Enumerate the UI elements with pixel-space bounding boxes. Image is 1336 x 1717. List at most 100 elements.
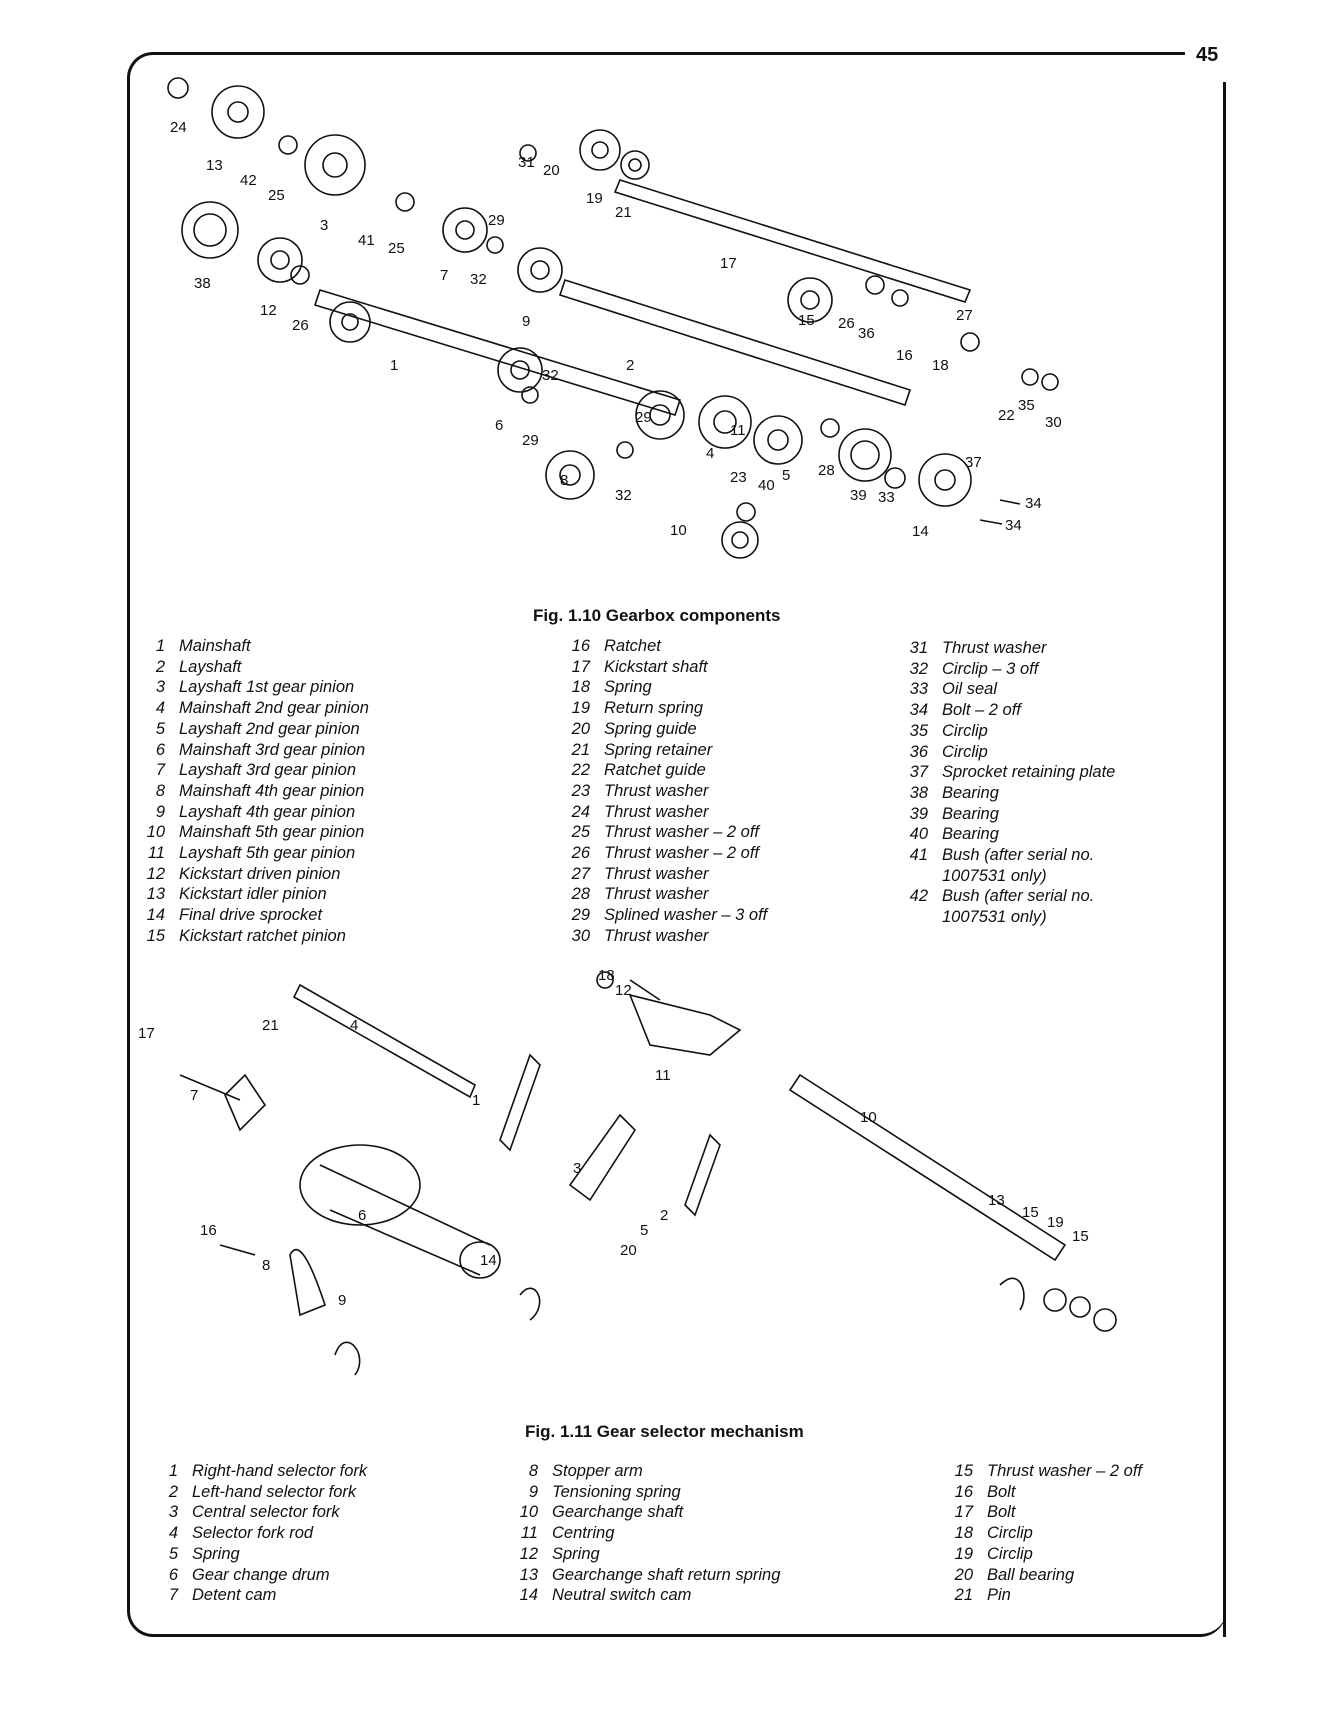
callout-17: 17	[720, 255, 737, 272]
legend-label: Thrust washer	[604, 926, 709, 945]
legend-number: 12	[146, 864, 165, 883]
callout-41: 41	[358, 232, 375, 249]
legend-number: 32	[909, 659, 928, 678]
legend-label: Spring retainer	[604, 740, 713, 759]
callout-7: 7	[190, 1087, 198, 1104]
legend-label: Detent cam	[192, 1586, 277, 1605]
callout-11: 11	[730, 422, 746, 439]
legend-label: Splined washer – 3 off	[604, 906, 768, 925]
page-number-gap	[1185, 40, 1235, 60]
callout-12: 12	[260, 302, 277, 319]
selector-fork-rod-shape	[292, 983, 477, 1099]
legend-label: Circlip	[942, 742, 988, 761]
legend-item: 1007531 only)	[898, 907, 1115, 928]
callout-14: 14	[912, 523, 929, 540]
callout-19: 19	[586, 190, 603, 207]
legend-number: 17	[954, 1503, 973, 1522]
legend-number: 3	[155, 678, 165, 697]
callout-31: 31	[518, 154, 535, 171]
callout-14: 14	[480, 1252, 497, 1269]
callout-21: 21	[262, 1017, 279, 1034]
legend-number: 10	[146, 823, 165, 842]
gear-selector-drawing: 4 21 17 7 1 18 12 11 10 3 2 5 20 6 16 8 …	[138, 967, 1117, 1376]
callout-33: 33	[878, 489, 895, 506]
legend-label: 1007531 only)	[942, 866, 1047, 885]
legend-number: 41	[909, 846, 928, 865]
legend-number: 19	[571, 699, 590, 718]
legend-label: Thrust washer	[604, 781, 709, 800]
legend-number: 36	[909, 742, 928, 761]
legend-number: 9	[528, 1482, 538, 1501]
legend-label: Thrust washer	[942, 639, 1047, 657]
legend-label: Kickstart idler pinion	[179, 885, 327, 904]
callout-4: 4	[706, 445, 714, 462]
legend-label: Mainshaft 2nd gear pinion	[179, 699, 369, 718]
legend-label: Spring guide	[604, 719, 697, 738]
gearbox-components-drawing: 24 13 42 25 3 41 25 38 12 26 1 7 32 29 9…	[167, 77, 1062, 559]
callout-15: 15	[798, 312, 815, 329]
legend-label: Left-hand selector fork	[192, 1482, 357, 1501]
callout-32c: 32	[615, 487, 632, 504]
callout-28: 28	[818, 462, 835, 479]
legend-number: 26	[571, 844, 590, 863]
legend-label: Selector fork rod	[192, 1524, 314, 1543]
legend-label: Ratchet	[604, 637, 661, 655]
callout-29b: 29	[522, 432, 539, 449]
legend-number: 11	[520, 1524, 538, 1543]
legend-number: 34	[909, 701, 928, 720]
callout-16: 16	[896, 347, 913, 364]
legend-number	[898, 866, 928, 887]
callout-2: 2	[660, 1207, 668, 1224]
page-frame	[127, 52, 1226, 1637]
legend-number: 15	[146, 926, 165, 945]
callout-10: 10	[860, 1109, 877, 1126]
callout-25: 25	[268, 187, 285, 204]
callout-22: 22	[998, 407, 1015, 424]
callout-15b: 15	[1072, 1228, 1089, 1245]
callout-6: 6	[495, 417, 503, 434]
mainshaft-shape	[313, 289, 682, 416]
legend-number: 7	[168, 1586, 178, 1605]
callout-2: 2	[626, 357, 634, 374]
legend-item: 1007531 only)	[898, 866, 1115, 887]
callout-1: 1	[390, 357, 398, 374]
legend-number: 2	[155, 657, 165, 676]
callout-13: 13	[206, 157, 223, 174]
callout-15: 15	[1022, 1204, 1039, 1221]
legend-number: 5	[155, 719, 165, 738]
callout-37: 37	[965, 454, 982, 471]
legend-number: 19	[954, 1544, 973, 1563]
legend-number: 28	[571, 885, 590, 904]
callout-18: 18	[598, 967, 615, 984]
figure-caption-1-11: Fig. 1.11 Gear selector mechanism	[525, 1422, 804, 1441]
callout-32b: 32	[542, 367, 559, 384]
legend-number: 1	[155, 637, 165, 655]
legend-number: 12	[519, 1544, 538, 1563]
legend-label: Layshaft 4th gear pinion	[179, 802, 356, 821]
legend-label: Layshaft 5th gear pinion	[179, 844, 356, 863]
callout-19: 19	[1047, 1214, 1064, 1231]
legend-label: Pin	[987, 1586, 1011, 1605]
page-number: 45	[1196, 44, 1219, 66]
